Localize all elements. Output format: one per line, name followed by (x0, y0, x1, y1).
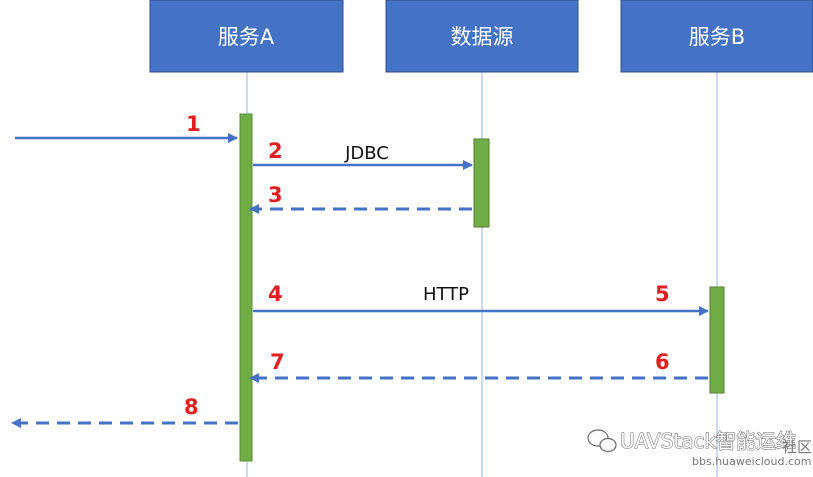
activation-bar-service-a (239, 113, 253, 462)
activation-bar-data-source (473, 138, 490, 228)
watermark: UAVStack智能运维 bbs.huaweicloud.com 社区 (587, 429, 812, 468)
watermark-suffix: 社区 (782, 438, 812, 456)
participant-label: 服务B (689, 25, 745, 49)
participant-label: 服务A (218, 25, 275, 49)
participant-service-b: 服务B (620, 0, 813, 73)
step-number-3: 3 (268, 183, 283, 207)
participant-box (385, 0, 579, 73)
step-number-8: 8 (184, 395, 199, 419)
message-label-http: HTTP (423, 284, 469, 305)
step-number-1: 1 (186, 112, 201, 136)
step-number-5: 5 (655, 282, 670, 306)
watermark-title: UAVStack智能运维 (620, 429, 796, 453)
message-label-jdbc: JDBC (344, 143, 389, 164)
step-number-4: 4 (268, 282, 283, 306)
step-number-2: 2 (268, 139, 283, 163)
step-number-6: 6 (655, 350, 670, 374)
participant-service-a: 服务A (149, 0, 344, 73)
participant-box (620, 0, 813, 73)
step-number-7: 7 (270, 350, 285, 374)
wechat-icon (587, 429, 617, 453)
participant-data-source: 数据源 (385, 0, 579, 73)
watermark-url: bbs.huaweicloud.com (692, 455, 811, 468)
participant-label: 数据源 (451, 25, 514, 49)
activation-bar-service-b (709, 286, 725, 394)
participant-box (149, 0, 344, 73)
